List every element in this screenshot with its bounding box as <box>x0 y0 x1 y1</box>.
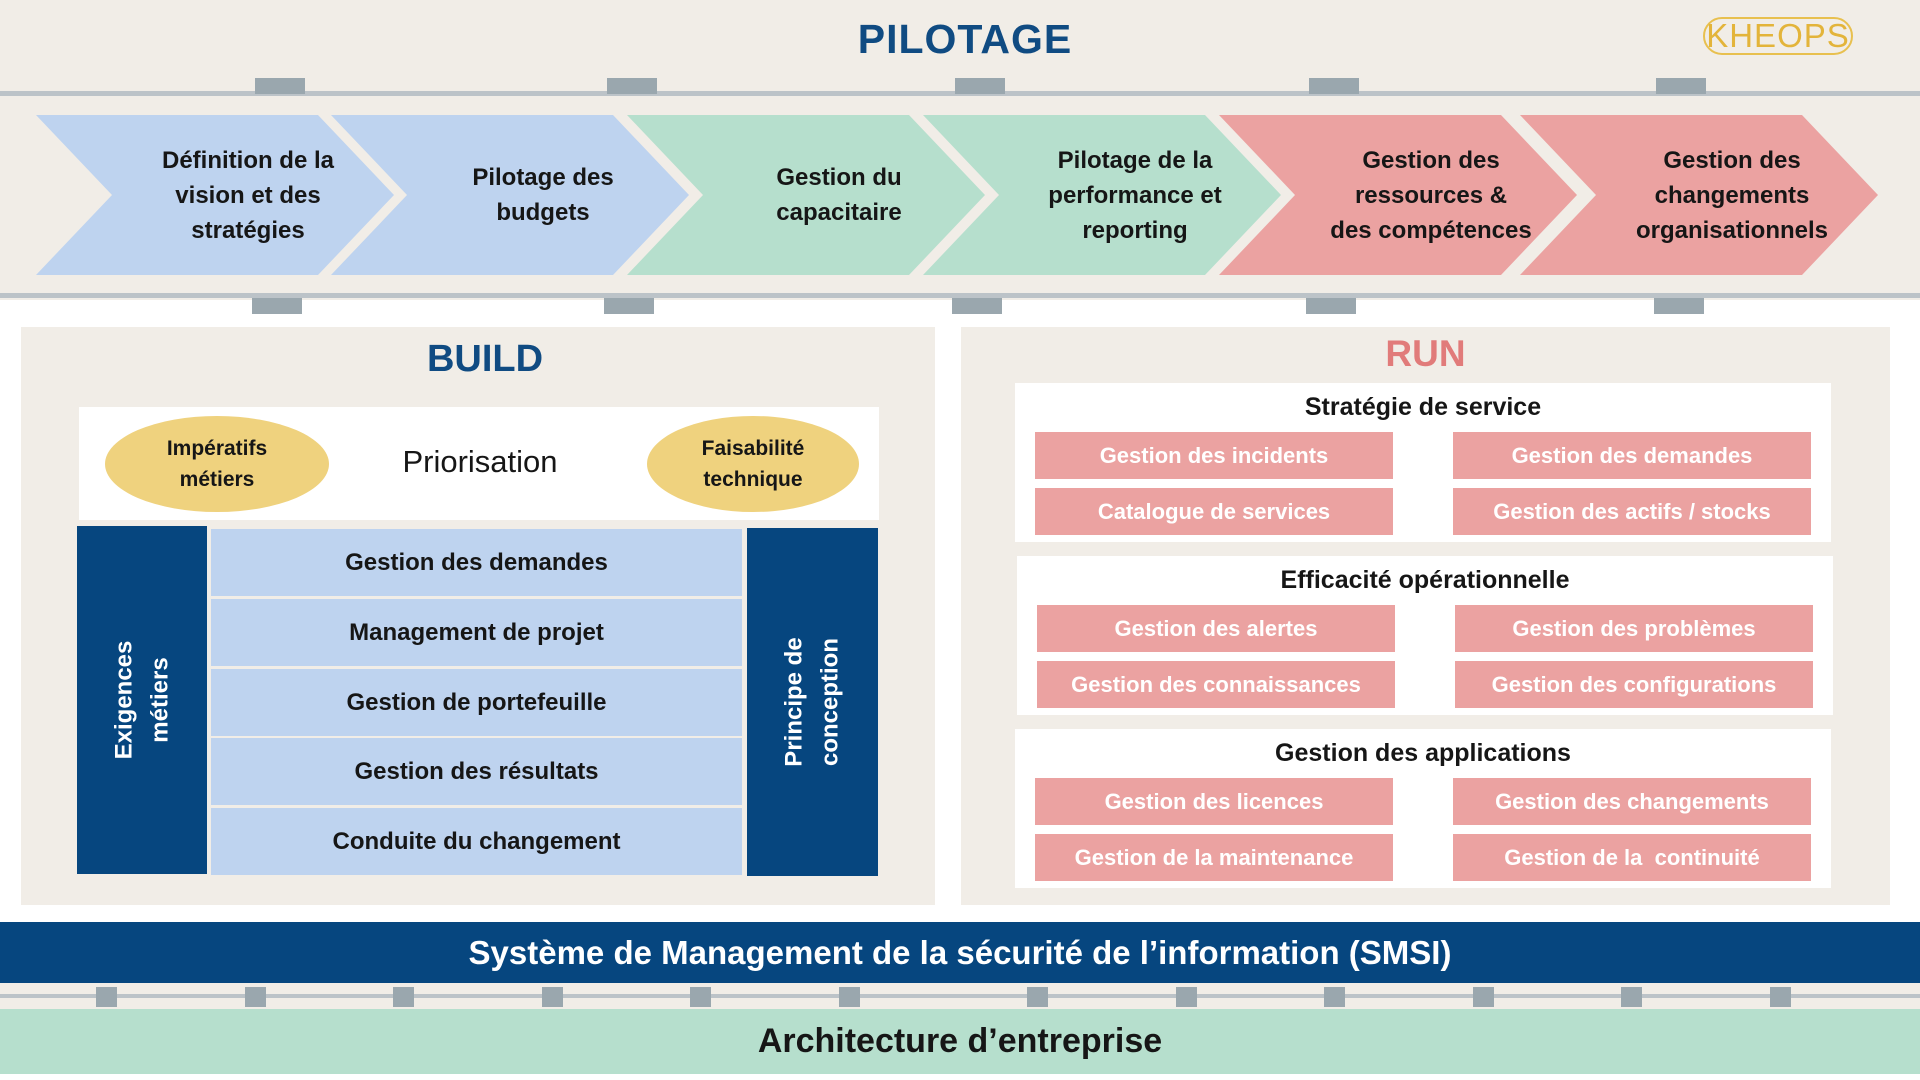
rail-tie <box>1656 78 1706 94</box>
chevron-gestion-capacitaire: Gestion du capacitaire <box>627 115 985 275</box>
run-item: Gestion des incidents <box>1035 432 1393 479</box>
rail-tie <box>1621 987 1642 1007</box>
run-section-title: Efficacité opérationnelle <box>1280 566 1570 594</box>
run-section-title: Gestion des applications <box>1275 739 1571 767</box>
rail-tie <box>1770 987 1791 1007</box>
priorisation-label: Priorisation <box>402 444 558 479</box>
top-rail-lower <box>0 293 1920 298</box>
imperatifs-metiers-ellipse: Impératifs métiers <box>105 416 329 512</box>
build-row: Gestion de portefeuille <box>211 669 742 736</box>
chevron-label: Gestion des ressources & des compétences <box>1330 146 1532 244</box>
rail-tie <box>96 987 117 1007</box>
chevron-label: Gestion du capacitaire <box>776 164 902 226</box>
run-item: Gestion des changements <box>1453 778 1811 825</box>
rail-tie <box>1306 298 1356 314</box>
build-row: Gestion des demandes <box>211 529 742 596</box>
run-item: Gestion des configurations <box>1455 661 1813 708</box>
build-row: Gestion des résultats <box>211 738 742 805</box>
exigences-metiers-label: Exigences métiers <box>109 640 173 760</box>
principe-conception-label: Principe de conception <box>780 637 844 767</box>
run-item: Gestion des demandes <box>1453 432 1811 479</box>
run-item: Gestion de la continuité <box>1453 834 1811 881</box>
run-section-strategie-service: Stratégie de service Gestion des inciden… <box>1015 383 1831 542</box>
rail-tie <box>245 987 266 1007</box>
build-row: Conduite du changement <box>211 808 742 875</box>
pilotage-process-chevrons: Définition de la vision et des stratégie… <box>36 115 1886 275</box>
rail-tie <box>1324 987 1345 1007</box>
architecture-entreprise-banner: Architecture d’entreprise <box>0 1009 1920 1074</box>
run-title: RUN <box>1385 333 1466 374</box>
rail-tie <box>1309 78 1359 94</box>
pilotage-title: PILOTAGE <box>857 16 1073 62</box>
rail-tie <box>604 298 654 314</box>
run-item: Gestion des actifs / stocks <box>1453 488 1811 535</box>
kheops-logo: KHEOPS <box>1703 17 1853 55</box>
build-row: Management de projet <box>211 599 742 666</box>
run-section-efficacite-operationnelle: Efficacité opérationnelle Gestion des al… <box>1017 556 1833 715</box>
chevron-performance-reporting: Pilotage de la performance et reporting <box>923 115 1281 275</box>
rail-tie <box>1176 987 1197 1007</box>
rail-tie <box>607 78 657 94</box>
run-item: Gestion des alertes <box>1037 605 1395 652</box>
rail-tie <box>1473 987 1494 1007</box>
chevron-vision-strategies: Définition de la vision et des stratégie… <box>36 115 394 275</box>
faisabilite-technique-ellipse: Faisabilité technique <box>647 416 859 512</box>
chevron-label: Gestion des changements organisationnels <box>1635 146 1829 244</box>
chevron-label: Définition de la vision et des stratégie… <box>161 146 334 244</box>
run-section-gestion-applications: Gestion des applications Gestion des lic… <box>1015 729 1831 888</box>
run-item: Gestion des connaissances <box>1037 661 1395 708</box>
run-item: Gestion des problèmes <box>1455 605 1813 652</box>
rail-tie <box>952 298 1002 314</box>
smsi-banner: Système de Management de la sécurité de … <box>0 922 1920 983</box>
chevron-label: Pilotage des budgets <box>472 164 614 226</box>
principe-conception-bar: Principe de conception <box>747 528 878 876</box>
exigences-metiers-bar: Exigences métiers <box>77 526 207 874</box>
run-item: Catalogue de services <box>1035 488 1393 535</box>
rail-tie <box>393 987 414 1007</box>
build-title: BUILD <box>426 338 544 380</box>
rail-tie <box>839 987 860 1007</box>
run-item: Gestion des licences <box>1035 778 1393 825</box>
rail-tie <box>1654 298 1704 314</box>
rail-tie <box>690 987 711 1007</box>
run-item: Gestion de la maintenance <box>1035 834 1393 881</box>
chevron-label: Pilotage de la performance et reporting <box>1048 146 1222 244</box>
rail-tie <box>542 987 563 1007</box>
run-section-title: Stratégie de service <box>1304 393 1542 421</box>
chevron-changements-organisationnels: Gestion des changements organisationnels <box>1520 115 1878 275</box>
rail-tie <box>252 298 302 314</box>
bottom-rail <box>0 994 1920 998</box>
rail-tie <box>255 78 305 94</box>
rail-tie <box>955 78 1005 94</box>
rail-tie <box>1027 987 1048 1007</box>
